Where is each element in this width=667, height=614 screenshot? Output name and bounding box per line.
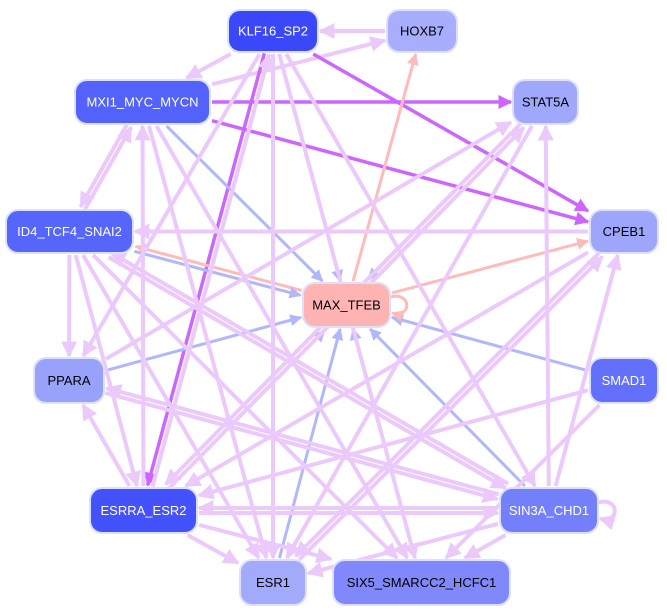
node-label: ID4_TCF4_SNAI2 (17, 224, 122, 239)
edge-M-to-I (78, 123, 129, 209)
edge-I-to-M (83, 125, 133, 211)
edge-D-to-X (390, 314, 589, 373)
edge-M-to-X (165, 124, 324, 283)
node-label: MAX_TFEB (312, 298, 381, 313)
edge-N-to-C (553, 253, 622, 487)
node-box (589, 209, 659, 254)
node-label: HOXB7 (400, 24, 444, 39)
edge-N-to-X (369, 327, 526, 488)
node-label: ESRRA_ESR2 (101, 503, 187, 518)
edge-I-to-N (107, 255, 508, 490)
node-label: SIX5_SMARCC2_HCFC1 (347, 575, 497, 590)
node-box (89, 487, 198, 534)
edge-K-to-M (185, 52, 232, 80)
edge-X-to-C (391, 238, 590, 295)
node-ppara[interactable]: PPARA (33, 357, 105, 404)
node-mxi1-myc-mycn[interactable]: MXI1_MYC_MYCN (74, 79, 211, 125)
node-label: MXI1_MYC_MYCN (87, 95, 199, 110)
edge-M-to-H (211, 36, 387, 87)
node-label: STAT5A (522, 95, 570, 110)
node-label: ESR1 (256, 575, 290, 590)
node-cpeb1[interactable]: CPEB1 (589, 209, 659, 254)
node-box (5, 209, 134, 254)
node-klf16-sp2[interactable]: KLF16_SP2 (227, 9, 319, 53)
edge-self-loop-X (389, 294, 409, 322)
edge-E-to-P (81, 403, 132, 487)
edge-M-to-C (211, 119, 590, 226)
edge-M-to-R (147, 125, 271, 560)
node-label: SIN3A_CHD1 (509, 503, 589, 518)
edge-E-to-K (150, 53, 274, 488)
node-stat5a[interactable]: STAT5A (512, 79, 579, 125)
edge-X-to-I (134, 243, 303, 292)
edge-K-to-N (284, 53, 537, 488)
node-sin3a-chd1[interactable]: SIN3A_CHD1 (499, 487, 599, 534)
edge-S-to-R (285, 125, 534, 560)
node-box (499, 487, 599, 534)
node-six5-smarcc2-hcfc1[interactable]: SIX5_SMARCC2_HCFC1 (332, 559, 511, 606)
node-label: PPARA (47, 373, 90, 388)
node-esrra-esr2[interactable]: ESRRA_ESR2 (89, 487, 198, 534)
node-box (74, 79, 211, 125)
edge-N-to-I (109, 251, 510, 486)
node-box (589, 357, 659, 404)
edge-P-to-N (104, 391, 499, 504)
edge-R-to-C (297, 255, 604, 562)
node-esr1[interactable]: ESR1 (239, 559, 307, 606)
edge-X-to-H (351, 52, 419, 282)
node-box (33, 357, 105, 404)
node-label: KLF16_SP2 (238, 24, 308, 39)
edge-K-to-C (312, 52, 590, 213)
node-box (302, 282, 391, 328)
node-box (512, 79, 579, 125)
node-box (227, 9, 319, 53)
node-max-tfeb[interactable]: MAX_TFEB (302, 282, 391, 328)
edge-D-to-E (197, 388, 589, 500)
edge-self-loop-N (597, 499, 617, 531)
edge-I-to-E (73, 254, 142, 488)
edge-C-to-R (294, 251, 601, 558)
node-box (239, 559, 307, 606)
node-hoxb7[interactable]: HOXB7 (386, 9, 458, 53)
edge-P-to-S (104, 120, 513, 361)
edge-E-to-F (198, 522, 333, 564)
node-box (332, 559, 511, 606)
node-box (386, 9, 458, 53)
node-smad1[interactable]: SMAD1 (589, 357, 659, 404)
node-label: SMAD1 (602, 373, 647, 388)
edge-N-to-P (105, 384, 500, 497)
edge-E-to-R (186, 533, 240, 565)
edge-C-to-E (184, 250, 590, 488)
edge-N-to-F (463, 533, 507, 560)
node-label: CPEB1 (603, 224, 646, 239)
node-id4-tcf4-snai2[interactable]: ID4_TCF4_SNAI2 (5, 209, 134, 254)
edge-P-to-X (105, 314, 303, 372)
